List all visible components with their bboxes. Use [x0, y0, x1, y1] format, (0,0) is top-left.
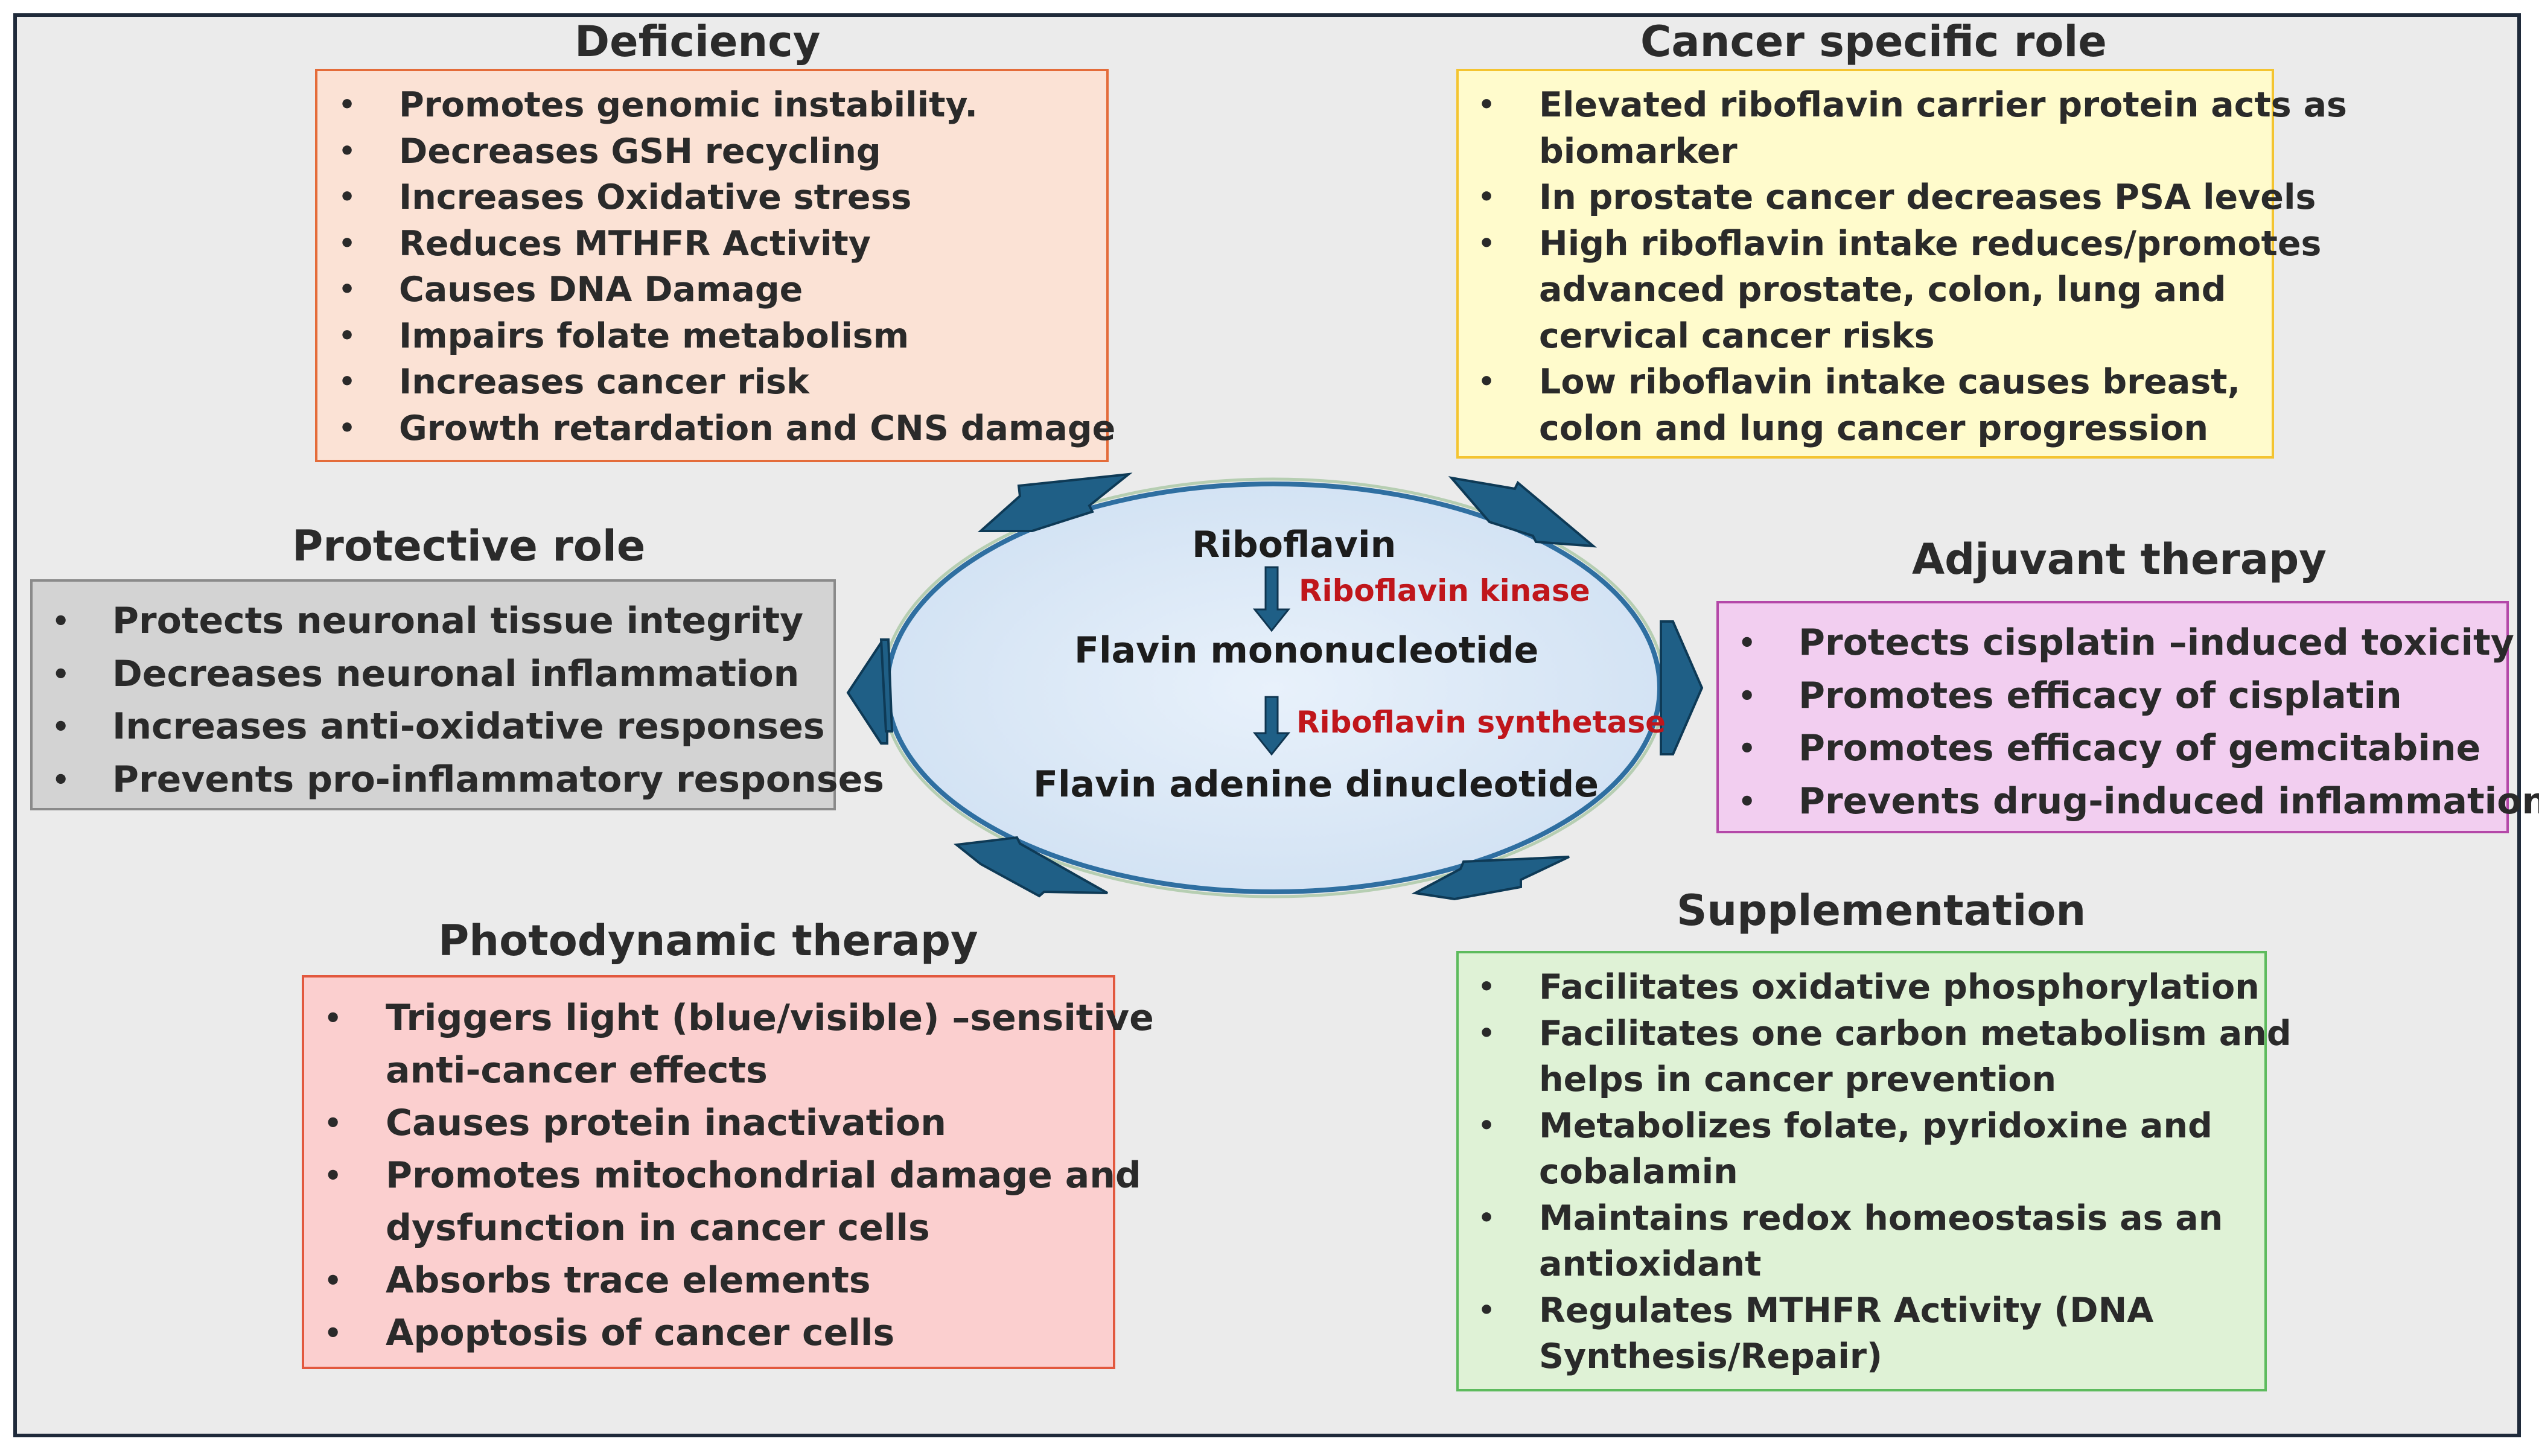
- list-item: •Increases Oxidative stress: [317, 174, 1106, 221]
- bullet-icon: •: [52, 763, 70, 796]
- bullet-icon: •: [324, 1159, 342, 1192]
- list-item: •Promotes genomic instability.: [317, 82, 1106, 129]
- list-item: •Facilitates oxidative phosphorylation: [1459, 964, 2264, 1011]
- bullet-icon: •: [1738, 679, 1756, 712]
- adjuvant-title: Adjuvant therapy: [1912, 535, 2327, 584]
- photodynamic-box: •Triggers light (blue/visible) –sensitiv…: [302, 975, 1154, 1369]
- bullet-icon: •: [324, 1264, 342, 1297]
- down-arrow-icon: [1252, 696, 1291, 756]
- list-item: •Apoptosis of cancer cells: [304, 1307, 1113, 1359]
- list-item: •Causes DNA Damage: [317, 267, 1106, 313]
- list-item: •High riboflavin intake reduces/promotes…: [1459, 221, 2321, 360]
- bullet-icon: •: [1738, 784, 1756, 818]
- bullet-icon: •: [52, 657, 70, 690]
- bullet-icon: •: [339, 320, 356, 351]
- adjuvant-box: •Protects cisplatin –induced toxicity •P…: [1716, 601, 2539, 833]
- deficiency-box: •Promotes genomic instability. •Decrease…: [315, 69, 1115, 462]
- list-item: •In prostate cancer decreases PSA levels: [1459, 174, 2316, 221]
- supplementation-box: •Facilitates oxidative phosphorylation •…: [1456, 951, 2292, 1391]
- list-item: •Reduces MTHFR Activity: [317, 221, 1106, 267]
- arrow-icon-left: [846, 638, 894, 745]
- bullet-icon: •: [1478, 366, 1496, 397]
- list-item: •Prevents pro-inflammatory responses: [33, 754, 884, 807]
- bullet-icon: •: [324, 1317, 342, 1349]
- bullet-icon: •: [1478, 1110, 1496, 1141]
- arrow-icon-bottom-right: [1411, 856, 1570, 901]
- bullet-icon: •: [339, 412, 356, 443]
- bullet-icon: •: [339, 366, 356, 397]
- list-item: •Protects neuronal tissue integrity: [33, 595, 833, 648]
- list-item: •Promotes efficacy of gemcitabine: [1719, 722, 2506, 775]
- bullet-icon: •: [1478, 227, 1496, 259]
- arrow-icon-right: [1660, 620, 1704, 755]
- list-item: •Growth retardation and CNS damage: [317, 405, 1115, 452]
- fad-label: Flavin adenine dinucleotide: [1033, 763, 1599, 806]
- list-item: •Prevents drug-induced inflammation: [1719, 775, 2539, 828]
- bullet-icon: •: [339, 182, 356, 212]
- bullet-icon: •: [339, 135, 356, 167]
- bullet-icon: •: [52, 605, 70, 637]
- list-item: •Causes protein inactivation: [304, 1097, 1113, 1149]
- list-item: •Promotes efficacy of cisplatin: [1719, 670, 2506, 723]
- bullet-icon: •: [1478, 1202, 1496, 1233]
- bullet-icon: •: [1738, 732, 1756, 765]
- arrow-icon-top-left: [977, 472, 1133, 532]
- riboflavin-label: Riboflavin: [1192, 524, 1397, 566]
- riboflavin-kinase-label: Riboflavin kinase: [1299, 573, 1590, 608]
- down-arrow-icon: [1252, 566, 1291, 632]
- bullet-icon: •: [1478, 1294, 1496, 1326]
- list-item: •Absorbs trace elements: [304, 1254, 1113, 1307]
- cancer-specific-title: Cancer specific role: [1640, 17, 2107, 66]
- bullet-icon: •: [1478, 182, 1496, 212]
- list-item: •Low riboflavin intake causes breast,col…: [1459, 359, 2272, 451]
- deficiency-title: Deficiency: [575, 17, 821, 66]
- bullet-icon: •: [339, 274, 356, 305]
- cancer-specific-box: •Elevated riboflavin carrier protein act…: [1456, 69, 2347, 459]
- bullet-icon: •: [339, 89, 356, 120]
- list-item: •Triggers light (blue/visible) –sensitiv…: [304, 992, 1154, 1097]
- list-item: •Increases anti-oxidative responses: [33, 701, 833, 754]
- fmn-label: Flavin mononucleotide: [1074, 629, 1539, 672]
- bullet-icon: •: [324, 1107, 342, 1139]
- supplementation-title: Supplementation: [1677, 886, 2086, 935]
- bullet-icon: •: [339, 227, 356, 259]
- list-item: •Protects cisplatin –induced toxicity: [1719, 617, 2514, 670]
- list-item: •Impairs folate metabolism: [317, 313, 1106, 360]
- arrow-icon-top-right: [1448, 476, 1598, 548]
- list-item: •Increases cancer risk: [317, 359, 1106, 405]
- arrow-icon-bottom-left: [954, 836, 1108, 898]
- protective-title: Protective role: [292, 521, 646, 571]
- photodynamic-title: Photodynamic therapy: [438, 916, 978, 965]
- list-item: •Decreases GSH recycling: [317, 129, 1106, 175]
- bullet-icon: •: [1478, 971, 1496, 1002]
- riboflavin-synthetase-label: Riboflavin synthetase: [1296, 705, 1666, 740]
- list-item: •Decreases neuronal inflammation: [33, 648, 833, 701]
- list-item: •Elevated riboflavin carrier protein act…: [1459, 82, 2347, 174]
- protective-box: •Protects neuronal tissue integrity •Dec…: [30, 579, 884, 810]
- bullet-icon: •: [324, 1002, 342, 1034]
- bullet-icon: •: [1738, 626, 1756, 659]
- bullet-icon: •: [52, 710, 70, 743]
- bullet-icon: •: [1478, 89, 1496, 120]
- bullet-icon: •: [1478, 1017, 1496, 1049]
